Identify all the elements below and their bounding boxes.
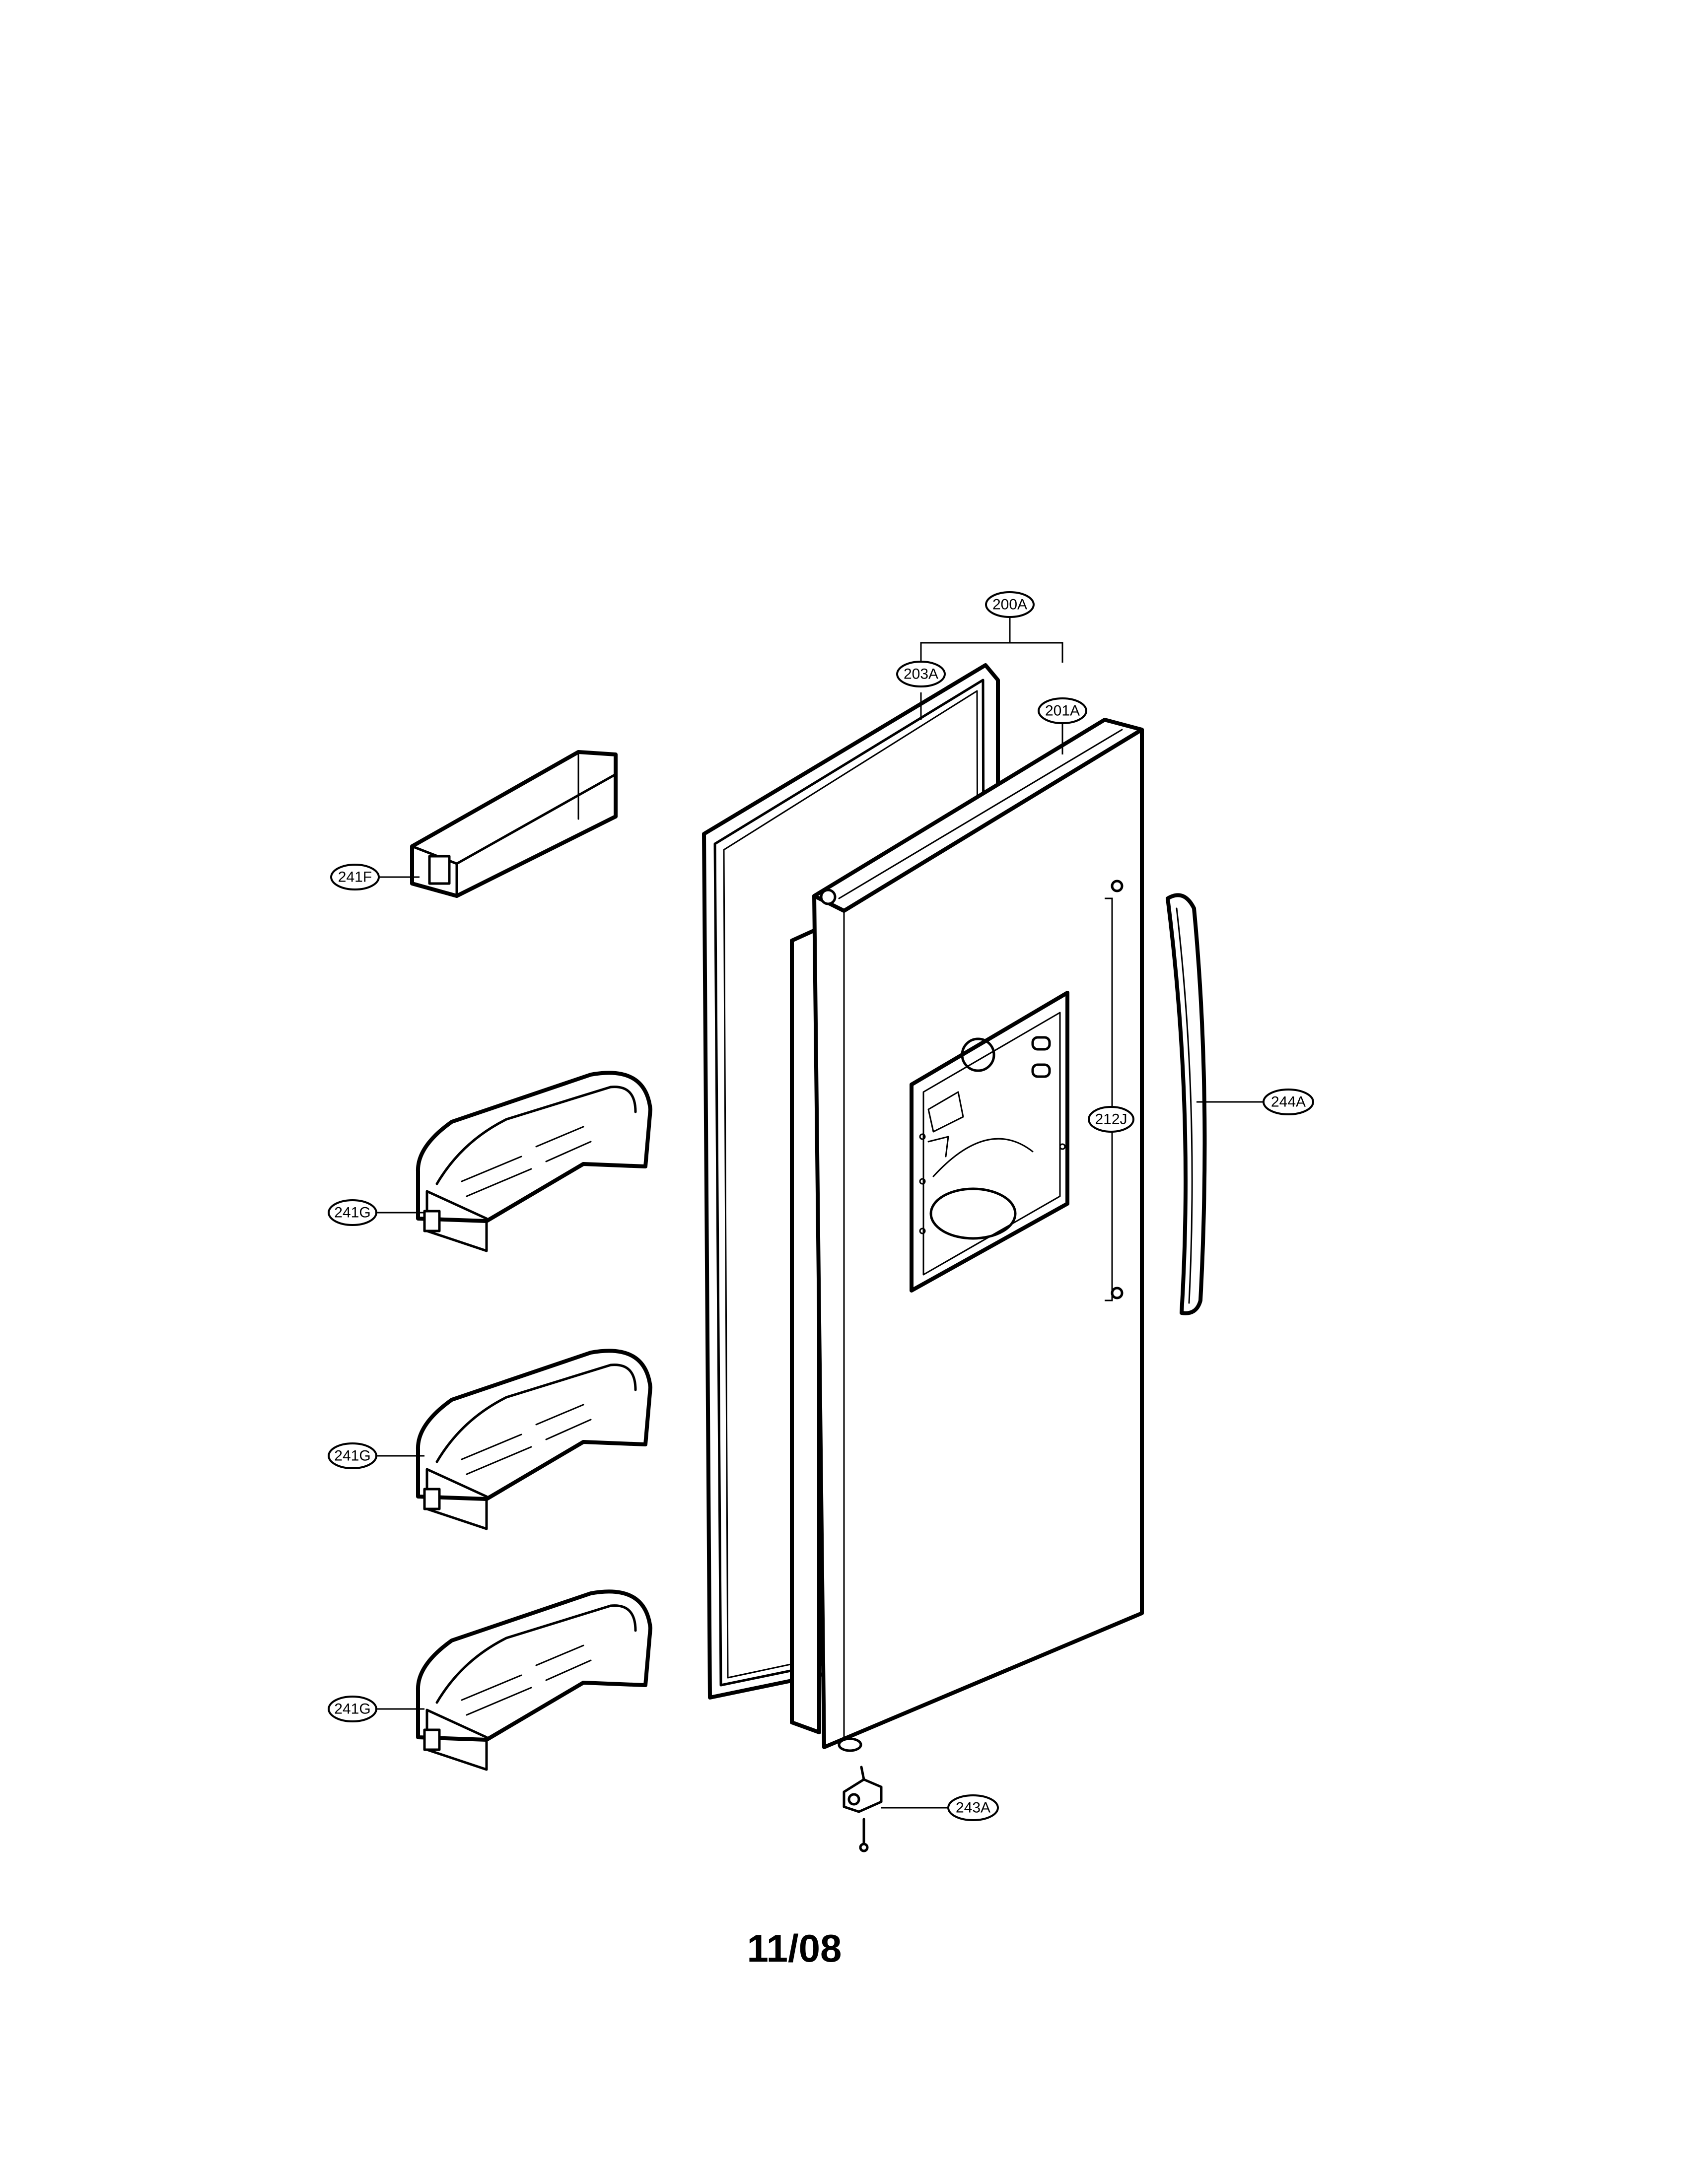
svg-text:201A: 201A bbox=[1045, 703, 1080, 719]
door-basket-3 bbox=[416, 1589, 652, 1771]
callout-door-foam: 201A bbox=[1038, 697, 1087, 724]
bottom-hinge bbox=[843, 1766, 883, 1852]
callout-handle: 244A bbox=[1263, 1089, 1314, 1115]
svg-text:200A: 200A bbox=[992, 597, 1027, 613]
door-handle bbox=[1166, 893, 1207, 1315]
svg-text:241G: 241G bbox=[334, 1701, 370, 1717]
svg-text:241F: 241F bbox=[338, 869, 372, 886]
door-basket-2 bbox=[416, 1349, 652, 1530]
dispenser-recess bbox=[910, 991, 1069, 1293]
leader-lines bbox=[377, 617, 1264, 1809]
handle-screws bbox=[1105, 880, 1124, 1301]
callout-gasket: 203A bbox=[896, 661, 946, 687]
callout-basket-1: 241G bbox=[328, 1199, 377, 1226]
svg-text:243A: 243A bbox=[956, 1800, 990, 1816]
svg-text:241G: 241G bbox=[334, 1205, 370, 1221]
svg-text:244A: 244A bbox=[1271, 1094, 1306, 1110]
callout-basket-2: 241G bbox=[328, 1442, 377, 1469]
callout-handle-bracket: 212J bbox=[1088, 1106, 1134, 1133]
door-basket-1 bbox=[416, 1071, 652, 1252]
svg-text:212J: 212J bbox=[1095, 1111, 1127, 1128]
footer-date: 11/08 bbox=[747, 1926, 842, 1970]
callout-hinge: 243A bbox=[947, 1794, 999, 1821]
svg-text:203A: 203A bbox=[904, 666, 938, 682]
callout-shelf-top: 241F bbox=[330, 864, 380, 890]
svg-text:241G: 241G bbox=[334, 1448, 370, 1464]
callout-basket-3: 241G bbox=[328, 1696, 377, 1722]
callout-door-assembly: 200A bbox=[985, 591, 1035, 618]
top-shelf-bin bbox=[410, 750, 618, 898]
